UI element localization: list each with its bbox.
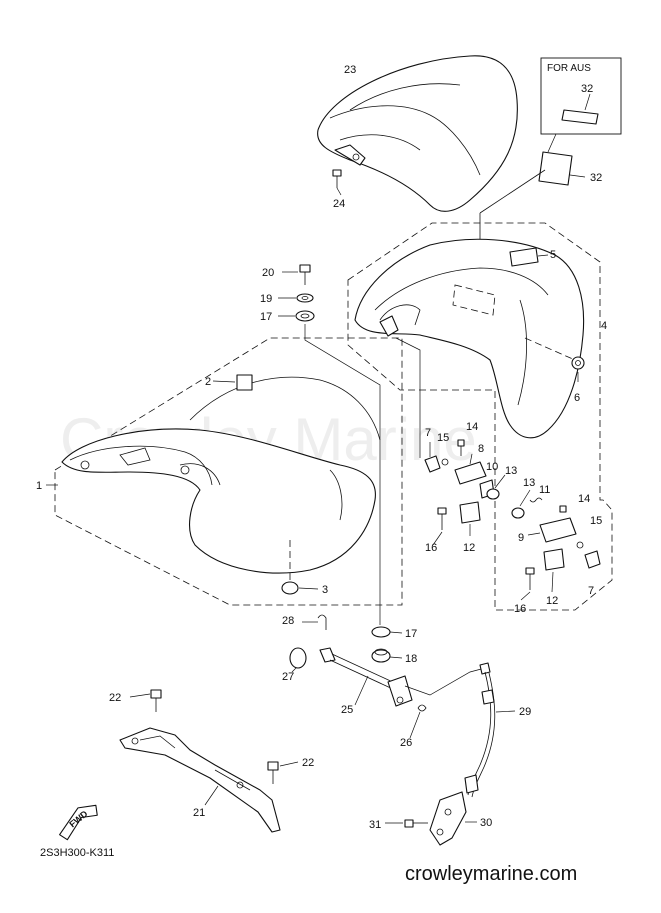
callout-8: 8 [478,443,484,455]
part-31-bolt[interactable] [404,819,428,828]
part-17-grommet-lower[interactable] [371,626,391,638]
callout-15-right: 15 [590,515,602,527]
diagram-code: 2S3H300-K311 [40,847,114,859]
callout-22-left: 22 [109,692,121,704]
part-13-collar-b[interactable] [511,507,525,519]
part-16-bolt-right[interactable] [525,567,535,590]
callout-labels: 23 24 32 32 5 4 6 20 19 17 2 1 3 7 15 14… [36,64,607,831]
part-30-lever[interactable] [429,791,467,846]
part-32-label[interactable] [538,151,573,186]
callout-31: 31 [369,819,381,831]
part-25-rod[interactable] [319,647,413,707]
callout-14-left: 14 [466,421,478,433]
part-24-bolt[interactable] [332,169,342,188]
part-1-front-seat[interactable] [61,376,381,574]
part-26-clip[interactable] [417,704,427,712]
part-13-collar-a[interactable] [486,488,500,500]
part-20-bolt[interactable] [299,264,311,285]
callout-21: 21 [193,807,205,819]
part-21-bracket[interactable] [119,727,281,833]
callout-25: 25 [341,704,353,716]
callout-1: 1 [36,480,42,492]
callout-32: 32 [590,172,602,184]
part-12-lock-right[interactable] [543,548,565,571]
part-6-damper[interactable] [571,356,585,370]
part-22-bolt-right[interactable] [267,761,279,784]
watermark: crowleymarine.com [405,863,577,885]
part-11-spring[interactable] [529,497,543,503]
callout-17-upper: 17 [260,311,272,323]
callout-13-b: 13 [523,477,535,489]
part-9-latch-right[interactable] [539,517,577,543]
part-27-bushing[interactable] [289,647,307,669]
callout-2: 2 [205,376,211,388]
part-7-hook-right[interactable] [584,550,601,569]
part-15-clip-left[interactable] [441,458,449,466]
callout-20: 20 [262,267,274,279]
part-12-lock-left[interactable] [459,501,481,524]
callout-12-left: 12 [463,542,475,554]
part-32-label-in-box[interactable] [561,109,599,125]
part-3-damper[interactable] [281,540,299,595]
part-4-seat-cowl[interactable] [354,238,585,439]
callout-28: 28 [282,615,294,627]
callout-12-right: 12 [546,595,558,607]
forward-arrow-icon: FWD [59,804,98,841]
callout-29: 29 [519,706,531,718]
callout-13-a: 13 [505,465,517,477]
callout-4: 4 [601,320,607,332]
callout-23: 23 [344,64,356,76]
part-14-screw-left[interactable] [457,439,465,456]
part-18-collar[interactable] [371,648,391,663]
callout-26: 26 [400,737,412,749]
part-19-washer[interactable] [296,293,314,303]
part-7-hook-left[interactable] [424,442,441,473]
callout-27: 27 [282,671,294,683]
part-2-label[interactable] [236,374,253,391]
group-1-outline [54,337,403,606]
part-28-pin[interactable] [317,614,327,630]
for-aus-label: FOR AUS [547,63,591,74]
part-16-bolt-left[interactable] [437,507,447,530]
callout-16-left: 16 [425,542,437,554]
callout-6: 6 [574,392,580,404]
part-14-screw-right[interactable] [559,505,567,513]
callout-30: 30 [480,817,492,829]
part-5-label[interactable] [509,247,539,267]
callout-32-box: 32 [581,83,593,95]
callout-11: 11 [539,484,550,496]
callout-16-right: 16 [514,603,526,615]
callout-10: 10 [486,461,498,473]
callout-5: 5 [550,249,556,261]
callout-18: 18 [405,653,417,665]
part-15-clip-right[interactable] [576,541,584,549]
callout-14-right: 14 [578,493,590,505]
callout-7-right: 7 [588,585,594,597]
callout-17-lower: 17 [405,628,417,640]
callout-19: 19 [260,293,272,305]
part-29-cable[interactable] [464,662,496,798]
callout-22-right: 22 [302,757,314,769]
group-4-outline [347,222,613,611]
part-8-latch-left[interactable] [454,461,487,485]
callout-9: 9 [518,532,524,544]
callout-24: 24 [333,198,345,210]
callout-3: 3 [322,584,328,596]
callout-7-left: 7 [425,427,431,439]
part-22-bolt-left[interactable] [150,689,162,712]
callout-15-left: 15 [437,432,449,444]
part-17-grommet[interactable] [295,310,315,322]
part-23-rear-seat[interactable] [317,55,518,212]
